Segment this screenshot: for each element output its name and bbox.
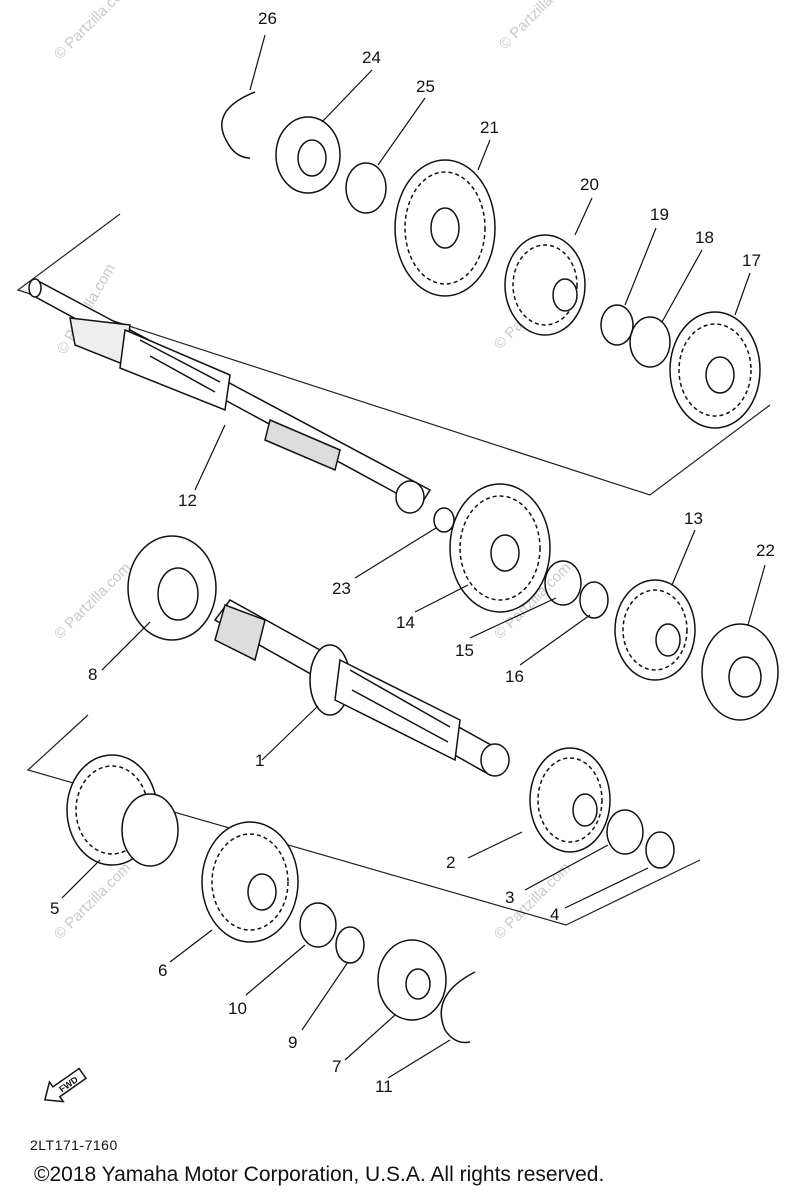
callout-7: 7 [332,1057,341,1076]
watermark: © Partzilla.com [51,0,134,63]
gear-21 [394,159,496,297]
upper-assembly-outline [16,213,771,496]
callout-13: 13 [684,509,703,528]
washer-10 [299,902,337,948]
circlip-9 [335,926,365,964]
callout-3: 3 [505,888,514,907]
callout-23: 23 [332,579,351,598]
fwd-arrow-icon: FWD [43,1067,88,1103]
leader-lines [61,34,766,1079]
callout-20: 20 [580,175,599,194]
callout-2: 2 [446,853,455,872]
lower-assembly-outline [26,714,701,926]
callout-24: 24 [362,48,381,67]
washer-15 [544,560,582,606]
main-axle-shaft [213,599,510,777]
callout-8: 8 [88,665,97,684]
washer-25 [345,162,387,214]
callout-21: 21 [480,118,499,137]
callout-5: 5 [50,899,59,918]
circlip-11 [440,971,476,1044]
callout-11: 11 [375,1077,393,1096]
callout-18: 18 [695,228,714,247]
watermark: © Partzilla.com [496,0,579,53]
callout-26: 26 [258,9,277,28]
watermark: © Partzilla.com [51,559,134,642]
bearing-8 [127,535,217,641]
gear-13 [614,579,696,681]
callout-22: 22 [756,541,775,560]
gear-5 [66,754,179,867]
gear-14 [449,483,551,613]
watermark: © Partzilla.com [491,859,574,942]
circlip-16 [579,581,609,619]
bearing-7 [377,939,447,1021]
watermark: © Partzilla.com [51,859,134,942]
gear-20 [504,234,586,336]
callout-25: 25 [416,77,435,96]
part-diagram-code: 2LT171-7160 [30,1137,118,1153]
washer-3 [606,809,644,855]
circlip-4 [645,831,675,869]
gear-2 [529,747,611,853]
gear-17 [669,311,761,429]
callout-17: 17 [742,251,761,270]
gear-6 [201,821,299,943]
callout-15: 15 [455,641,474,660]
circlip-26 [221,91,256,159]
callout-14: 14 [396,613,415,632]
bearing-22 [701,623,779,721]
copyright-notice: ©2018 Yamaha Motor Corporation, U.S.A. A… [34,1163,605,1186]
callout-1: 1 [255,751,264,770]
drive-axle-shaft [28,278,432,514]
bearing-24 [275,116,341,194]
callout-4: 4 [550,905,559,924]
callout-19: 19 [650,205,669,224]
circlip-19 [600,304,634,346]
callout-12: 12 [178,491,197,510]
collar-23 [433,507,455,533]
callout-9: 9 [288,1033,297,1052]
callout-6: 6 [158,961,167,980]
callout-10: 10 [228,999,247,1018]
washer-18 [629,316,671,368]
callout-16: 16 [505,667,524,686]
